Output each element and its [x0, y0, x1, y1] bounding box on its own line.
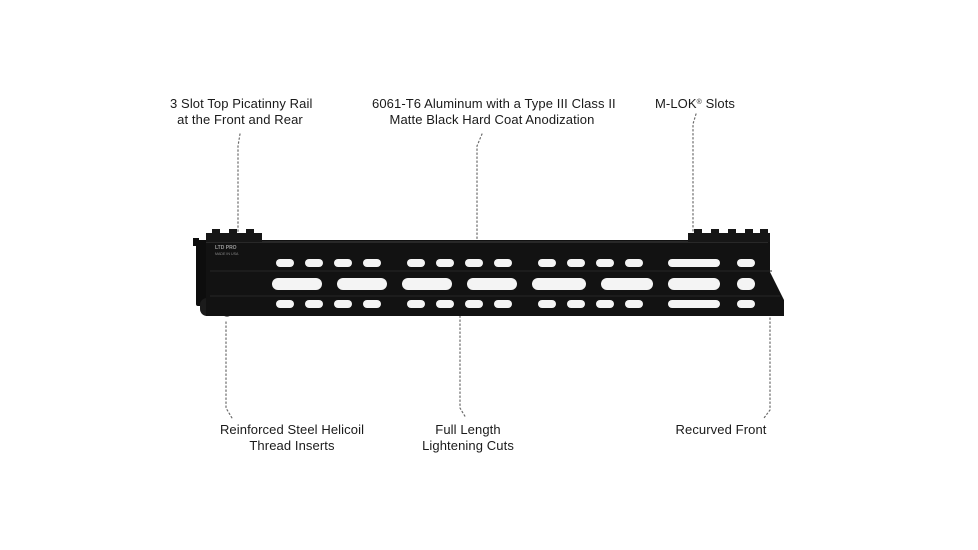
leader-mlok	[692, 113, 697, 233]
leader-lines	[225, 113, 771, 419]
callout-mlok-slots: M-LOK® Slots	[654, 96, 736, 111]
leader-aluminum	[476, 133, 483, 241]
lightening-cuts-middle	[272, 278, 755, 290]
leader-recurved	[763, 317, 771, 419]
mlok-slots-top	[276, 259, 755, 267]
engraving-origin: MADE IN USA	[215, 252, 239, 256]
leader-picatinny	[237, 133, 241, 235]
mlok-slots-bottom	[276, 300, 755, 308]
callout-recurved-front: Recurved Front	[675, 422, 767, 437]
callout-helicoil-inserts: Reinforced Steel Helicoil Thread Inserts	[219, 422, 365, 453]
engraving-brand: LTD PRO	[215, 245, 237, 251]
callout-lightening-cuts: Full Length Lightening Cuts	[422, 422, 514, 453]
picatinny-rail-front	[688, 229, 770, 242]
leader-lightening	[459, 311, 467, 419]
callout-aluminum-anodization: 6061-T6 Aluminum with a Type III Class I…	[372, 96, 616, 127]
leader-helicoil	[225, 321, 233, 419]
picatinny-rail-rear	[206, 229, 262, 242]
callout-picatinny-rail: 3 Slot Top Picatinny Rail at the Front a…	[170, 96, 313, 127]
